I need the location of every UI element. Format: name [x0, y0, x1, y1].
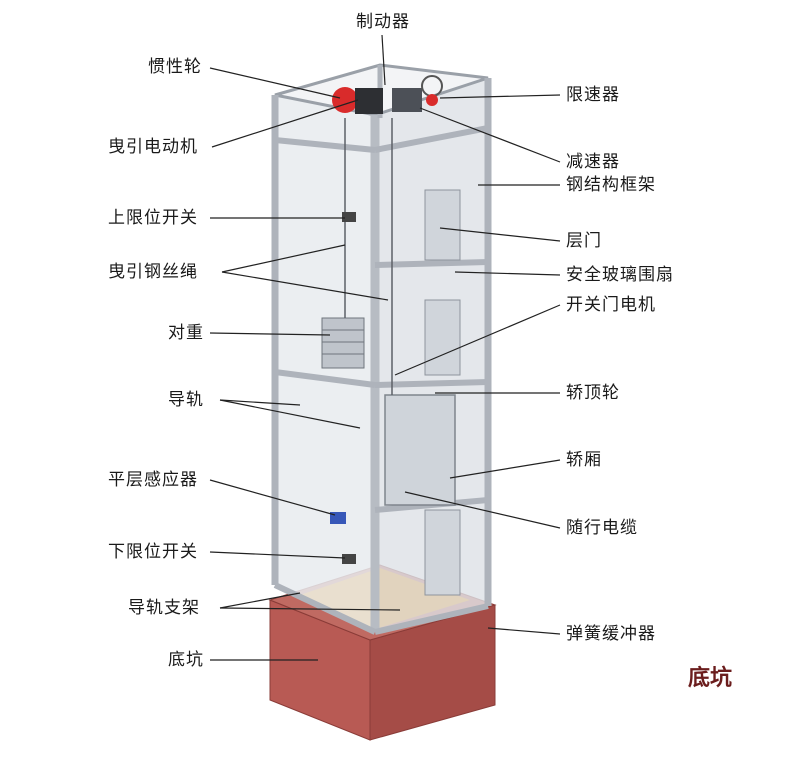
label-spring-buffer: 弹簧缓冲器 [566, 624, 656, 644]
landing-door [424, 509, 461, 596]
label-car-top-wheel: 轿顶轮 [566, 383, 620, 403]
frame-rail [374, 379, 489, 388]
landing-door [424, 189, 461, 261]
label-guide-rail: 导轨 [168, 390, 204, 410]
frame-rail [273, 582, 377, 635]
frame-rail [274, 369, 376, 388]
label-lower-limit-switch: 下限位开关 [108, 542, 198, 562]
inertia-wheel [332, 87, 358, 113]
counterweight-block [321, 317, 365, 369]
label-traction-motor: 曳引电动机 [108, 137, 198, 157]
frame-rail [374, 125, 489, 153]
label-steel-frame: 钢结构框架 [566, 175, 656, 195]
label-traction-rope: 曳引钢丝绳 [108, 262, 198, 282]
traction-motor-body [355, 88, 383, 114]
label-counterweight: 对重 [168, 323, 204, 343]
caption-pit: 底坑 [688, 665, 733, 691]
elevator-car [384, 394, 456, 506]
frame-rail [374, 603, 489, 635]
label-speed-governor: 限速器 [566, 85, 620, 105]
label-door-motor: 开关门电机 [566, 295, 656, 315]
label-pit: 底坑 [168, 650, 204, 670]
leader-lines [209, 34, 561, 661]
label-car: 轿厢 [566, 450, 602, 470]
landing-door [424, 299, 461, 376]
label-inertia-wheel: 惯性轮 [148, 57, 202, 77]
speed-governor-wheel [426, 94, 438, 106]
frame-rail [274, 137, 376, 153]
reducer-body [392, 88, 422, 112]
label-travel-cable: 随行电缆 [566, 518, 638, 538]
label-brake: 制动器 [356, 12, 410, 32]
limit-switch-part [342, 212, 356, 222]
label-leveling-sensor: 平层感应器 [108, 470, 198, 490]
label-glass-panel: 安全玻璃围扇 [566, 265, 674, 285]
label-upper-limit-switch: 上限位开关 [108, 208, 198, 228]
label-landing-door: 层门 [566, 231, 602, 251]
frame-rail [374, 259, 489, 268]
label-rail-bracket: 导轨支架 [128, 598, 200, 618]
label-reducer: 减速器 [566, 152, 620, 172]
limit-switch-part [342, 554, 356, 564]
